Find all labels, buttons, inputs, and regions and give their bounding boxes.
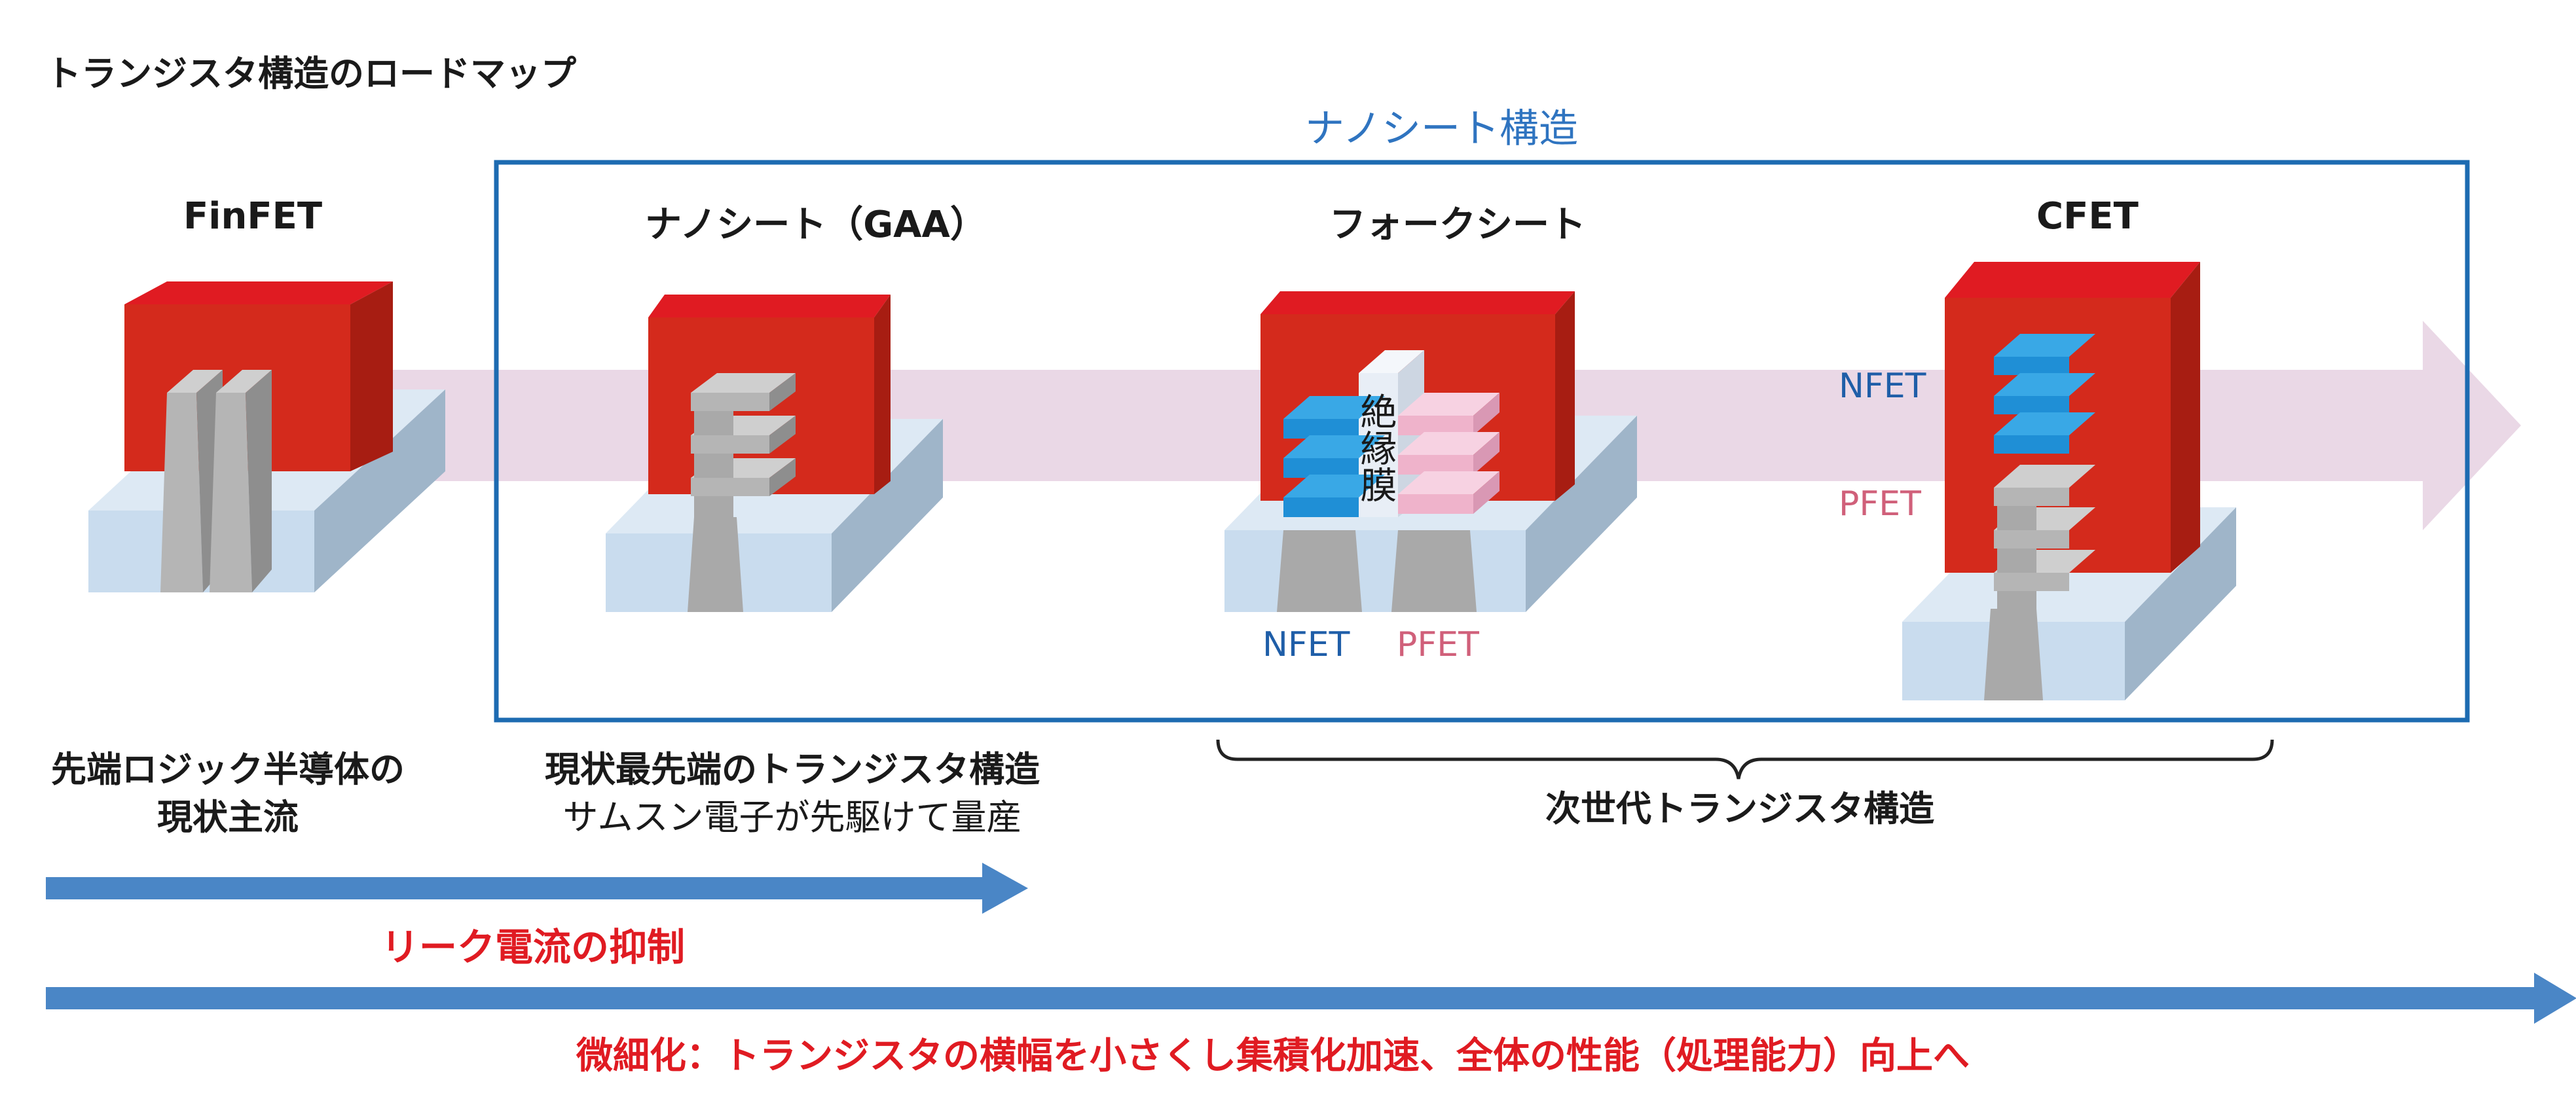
gaa-description-line-1: 現状最先端のトランジスタ構造	[545, 749, 1040, 790]
finfet-description-line-2: 現状主流	[157, 796, 299, 838]
forksheet-pfet-label: PFET	[1397, 625, 1479, 664]
gaa-description-line-2: サムスン電子が先駆けて量産	[562, 796, 1022, 838]
cfet-pfet-label: PFET	[1839, 484, 1921, 524]
finfet-device	[88, 281, 445, 592]
device-name-gaa: ナノシート（GAA）	[645, 204, 987, 246]
leak-arrow	[46, 863, 1028, 914]
nanosheet-group-title: ナノシート構造	[1305, 106, 1578, 152]
diagram-title: トランジスタ構造のロードマップ	[46, 53, 576, 94]
gaa-device	[606, 295, 943, 612]
scaling-arrow	[46, 973, 2576, 1024]
device-name-forksheet: フォークシート	[1329, 204, 1586, 246]
device-name-cfet: CFET	[2036, 195, 2139, 238]
forksheet-nfet-label: NFET	[1262, 625, 1350, 664]
gaa-description: 現状最先端のトランジスタ構造 サムスン電子が先駆けて量産	[537, 746, 1048, 842]
nfet-sheets	[1283, 396, 1385, 517]
next-gen-brace	[1216, 739, 2274, 780]
scaling-label: 微細化：トランジスタの横幅を小さくし集積化加速、全体の性能（処理能力）向上へ	[576, 1035, 1970, 1077]
leak-label: リーク電流の抑制	[381, 925, 686, 969]
fin-2	[210, 370, 272, 592]
finfet-description: 先端ロジック半導体の 現状主流	[38, 746, 418, 842]
forksheet-device	[1224, 291, 1637, 612]
device-name-finfet: FinFET	[183, 195, 323, 238]
insulator-label: 絶縁膜	[1354, 393, 1397, 503]
cfet-nfet-sheets	[1994, 334, 2095, 454]
nanosheet-group-frame	[494, 160, 2470, 723]
next-gen-label: 次世代トランジスタ構造	[1545, 788, 1934, 829]
cfet-device	[1902, 262, 2236, 700]
pfet-sheets	[1398, 393, 1500, 514]
finfet-description-line-1: 先端ロジック半導体の	[51, 749, 405, 790]
cfet-pfet-sheets	[1994, 465, 2095, 609]
cfet-nfet-label: NFET	[1839, 367, 1926, 406]
gaa-sheets	[691, 373, 796, 517]
